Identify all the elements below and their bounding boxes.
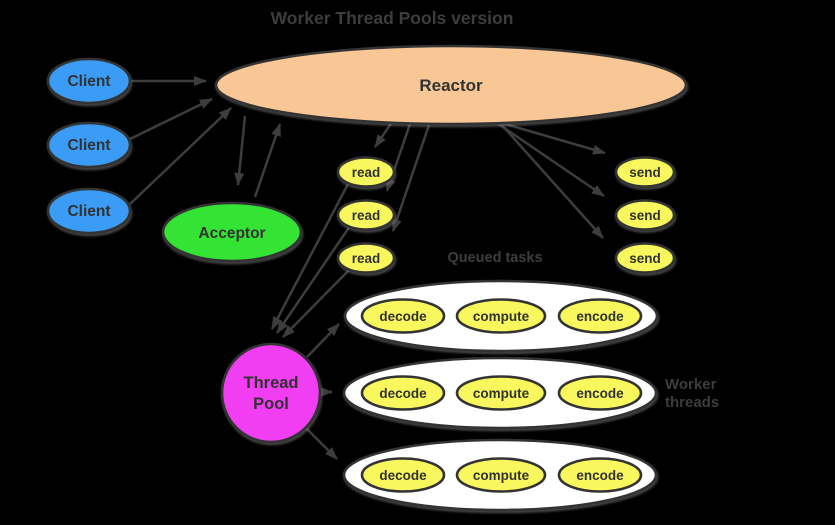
compute-task-label-r1: compute — [473, 309, 530, 324]
encode-task-label-r1: encode — [576, 309, 624, 324]
reactor-node — [214, 44, 688, 126]
arrow-client3-to-reactor — [129, 107, 232, 205]
arrow-reactor-to-send2 — [493, 119, 605, 198]
arrow-reactor-to-acceptor — [234, 115, 247, 186]
read-handler-label-3: read — [352, 251, 381, 266]
arrow-reactor-to-read1 — [373, 121, 394, 148]
send-handler-node-1 — [614, 156, 676, 188]
worker-threads-label-line1: Worker — [665, 376, 717, 393]
encode-task-label-r2: encode — [576, 386, 624, 401]
encode-task-node-r3 — [557, 457, 643, 493]
decode-task-node-r2 — [360, 375, 446, 411]
thread-pool-node — [220, 342, 322, 444]
send-handler-node-2 — [614, 199, 676, 231]
client-label-2: Client — [67, 137, 110, 154]
arrow-pool-to-row1 — [306, 323, 340, 358]
read-handler-label-2: read — [352, 208, 381, 223]
connector-arrows — [129, 76, 606, 460]
decode-task-label-r3: decode — [379, 468, 427, 483]
send-handler-node-3 — [614, 242, 676, 274]
decode-task-node-r3 — [360, 457, 446, 493]
read-handler-node-1 — [336, 156, 396, 188]
queued-tasks-label: Queued tasks — [447, 250, 542, 266]
client-node-2 — [46, 121, 132, 169]
read-handler-node-3 — [336, 242, 396, 274]
arrow-read2-to-pool — [275, 225, 352, 334]
read-handler-node-2 — [336, 199, 396, 231]
decode-task-label-r2: decode — [379, 386, 427, 401]
send-handler-label-1: send — [629, 165, 661, 180]
arrow-read3-to-pool — [282, 266, 353, 338]
worker-threads-label-line2: threads — [665, 394, 719, 411]
encode-task-label-r3: encode — [576, 468, 624, 483]
client-label-1: Client — [67, 73, 110, 90]
reactor-label: Reactor — [419, 76, 483, 95]
client-node-3 — [46, 187, 132, 235]
thread-pool-label-line1: Thread — [243, 374, 298, 392]
encode-task-node-r2 — [557, 375, 643, 411]
arrow-pool-to-row3 — [305, 427, 338, 460]
arrow-reactor-to-read2 — [385, 123, 412, 192]
diagram-title: Worker Thread Pools version — [271, 8, 514, 28]
compute-task-label-r2: compute — [473, 386, 530, 401]
arrow-reactor-to-send1 — [487, 117, 606, 155]
compute-task-node-r1 — [455, 298, 547, 334]
arrow-reactor-to-send3 — [499, 122, 604, 239]
encode-task-node-r1 — [557, 298, 643, 334]
client-label-3: Client — [67, 203, 110, 220]
compute-task-node-r3 — [455, 457, 547, 493]
compute-task-label-r3: compute — [473, 468, 530, 483]
client-node-1 — [46, 57, 132, 105]
decode-task-node-r1 — [360, 298, 446, 334]
read-handler-label-1: read — [352, 165, 381, 180]
decode-task-label-r1: decode — [379, 309, 427, 324]
arrow-acceptor-to-reactor — [253, 123, 282, 198]
thread-pool-label-line2: Pool — [253, 395, 289, 413]
acceptor-node — [161, 201, 303, 263]
compute-task-node-r2 — [455, 375, 547, 411]
arrow-read1-to-pool — [270, 183, 350, 330]
arrow-reactor-to-read3 — [391, 124, 431, 232]
send-handler-label-2: send — [629, 208, 661, 223]
arrow-client2-to-reactor — [129, 97, 213, 141]
send-handler-label-3: send — [629, 251, 661, 266]
acceptor-label: Acceptor — [198, 225, 265, 242]
